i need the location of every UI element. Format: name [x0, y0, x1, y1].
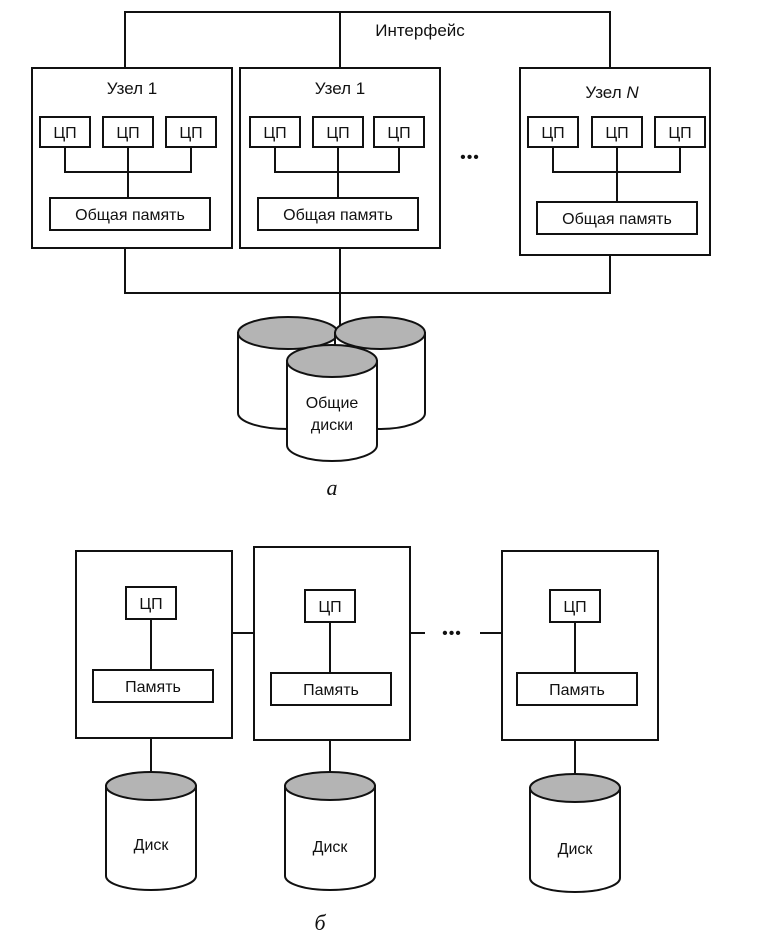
- node-box: [253, 546, 411, 741]
- node-box: [75, 550, 233, 739]
- shared-memory-box: [257, 197, 419, 231]
- cpu-label: ЦП: [563, 599, 586, 616]
- cpu-label: ЦП: [263, 125, 286, 142]
- cpu-box: [165, 116, 217, 148]
- ellipsis: •••: [442, 625, 462, 642]
- disk-label: Диск: [558, 841, 594, 858]
- node-title: Узел 1: [315, 79, 365, 98]
- memory-box: [92, 669, 214, 703]
- shared-disks-label: Общие: [306, 395, 359, 412]
- disk-label: Диск: [134, 837, 170, 854]
- interface-label: Интерфейс: [375, 21, 465, 40]
- node-a-n: Узел N ЦП ЦП ЦП Общая память: [519, 67, 711, 256]
- cpu-box: [125, 586, 177, 620]
- cpu-memory-link: [274, 147, 400, 198]
- shared-memory-label: Общая память: [75, 207, 185, 224]
- node-b-2: ЦП Память Диск: [253, 546, 411, 891]
- cpu-label: ЦП: [179, 125, 202, 142]
- cpu-box: [527, 116, 579, 148]
- disk-icon: [105, 771, 197, 891]
- cpu-label: ЦП: [605, 125, 628, 142]
- disk-icon: [284, 771, 376, 891]
- ellipsis: •••: [460, 149, 480, 166]
- cpu-label: ЦП: [116, 125, 139, 142]
- disk-icon: [286, 344, 378, 462]
- caption-b: б: [314, 910, 326, 935]
- cpu-label: ЦП: [53, 125, 76, 142]
- node-a-1: Узел 1 ЦП ЦП ЦП Общая память: [31, 67, 233, 249]
- memory-box: [516, 672, 638, 706]
- cpu-box: [304, 589, 356, 623]
- diagram-a: Интерфейс Узел 1 ЦП ЦП ЦП Общая память У…: [31, 11, 711, 500]
- node-title: Узел 1: [107, 79, 157, 98]
- shared-memory-label: Общая память: [562, 211, 672, 228]
- cpu-label: ЦП: [387, 125, 410, 142]
- cpu-label: ЦП: [318, 599, 341, 616]
- cpu-label: ЦП: [326, 125, 349, 142]
- interface-bus: [124, 11, 611, 68]
- cpu-label: ЦП: [668, 125, 691, 142]
- shared-memory-label: Общая память: [283, 207, 393, 224]
- shared-disks-label: диски: [311, 417, 353, 434]
- node-a-2: Узел 1 ЦП ЦП ЦП Общая память: [239, 67, 441, 249]
- caption-a: а: [327, 475, 338, 500]
- shared-disks: Общие диски: [237, 316, 426, 462]
- node-title: Узел N: [585, 83, 639, 102]
- node-box: [501, 550, 659, 741]
- memory-label: Память: [125, 679, 181, 696]
- diagram-b: ••• ЦП Память Диск ЦП Память: [75, 546, 659, 935]
- cpu-memory-link: [64, 147, 192, 198]
- shared-memory-box: [536, 201, 698, 235]
- shared-memory-box: [49, 197, 211, 231]
- memory-label: Память: [549, 682, 605, 699]
- memory-box: [270, 672, 392, 706]
- disk-label: Диск: [313, 839, 349, 856]
- memory-label: Память: [303, 682, 359, 699]
- cpu-box: [654, 116, 706, 148]
- cpu-label: ЦП: [541, 125, 564, 142]
- cpu-memory-link: [552, 147, 681, 202]
- node-b-n: ЦП Память Диск: [501, 550, 659, 893]
- cpu-box: [249, 116, 301, 148]
- disk-icon: [529, 773, 621, 893]
- node-b-1: ЦП Память Диск: [75, 550, 233, 891]
- cpu-label: ЦП: [139, 596, 162, 613]
